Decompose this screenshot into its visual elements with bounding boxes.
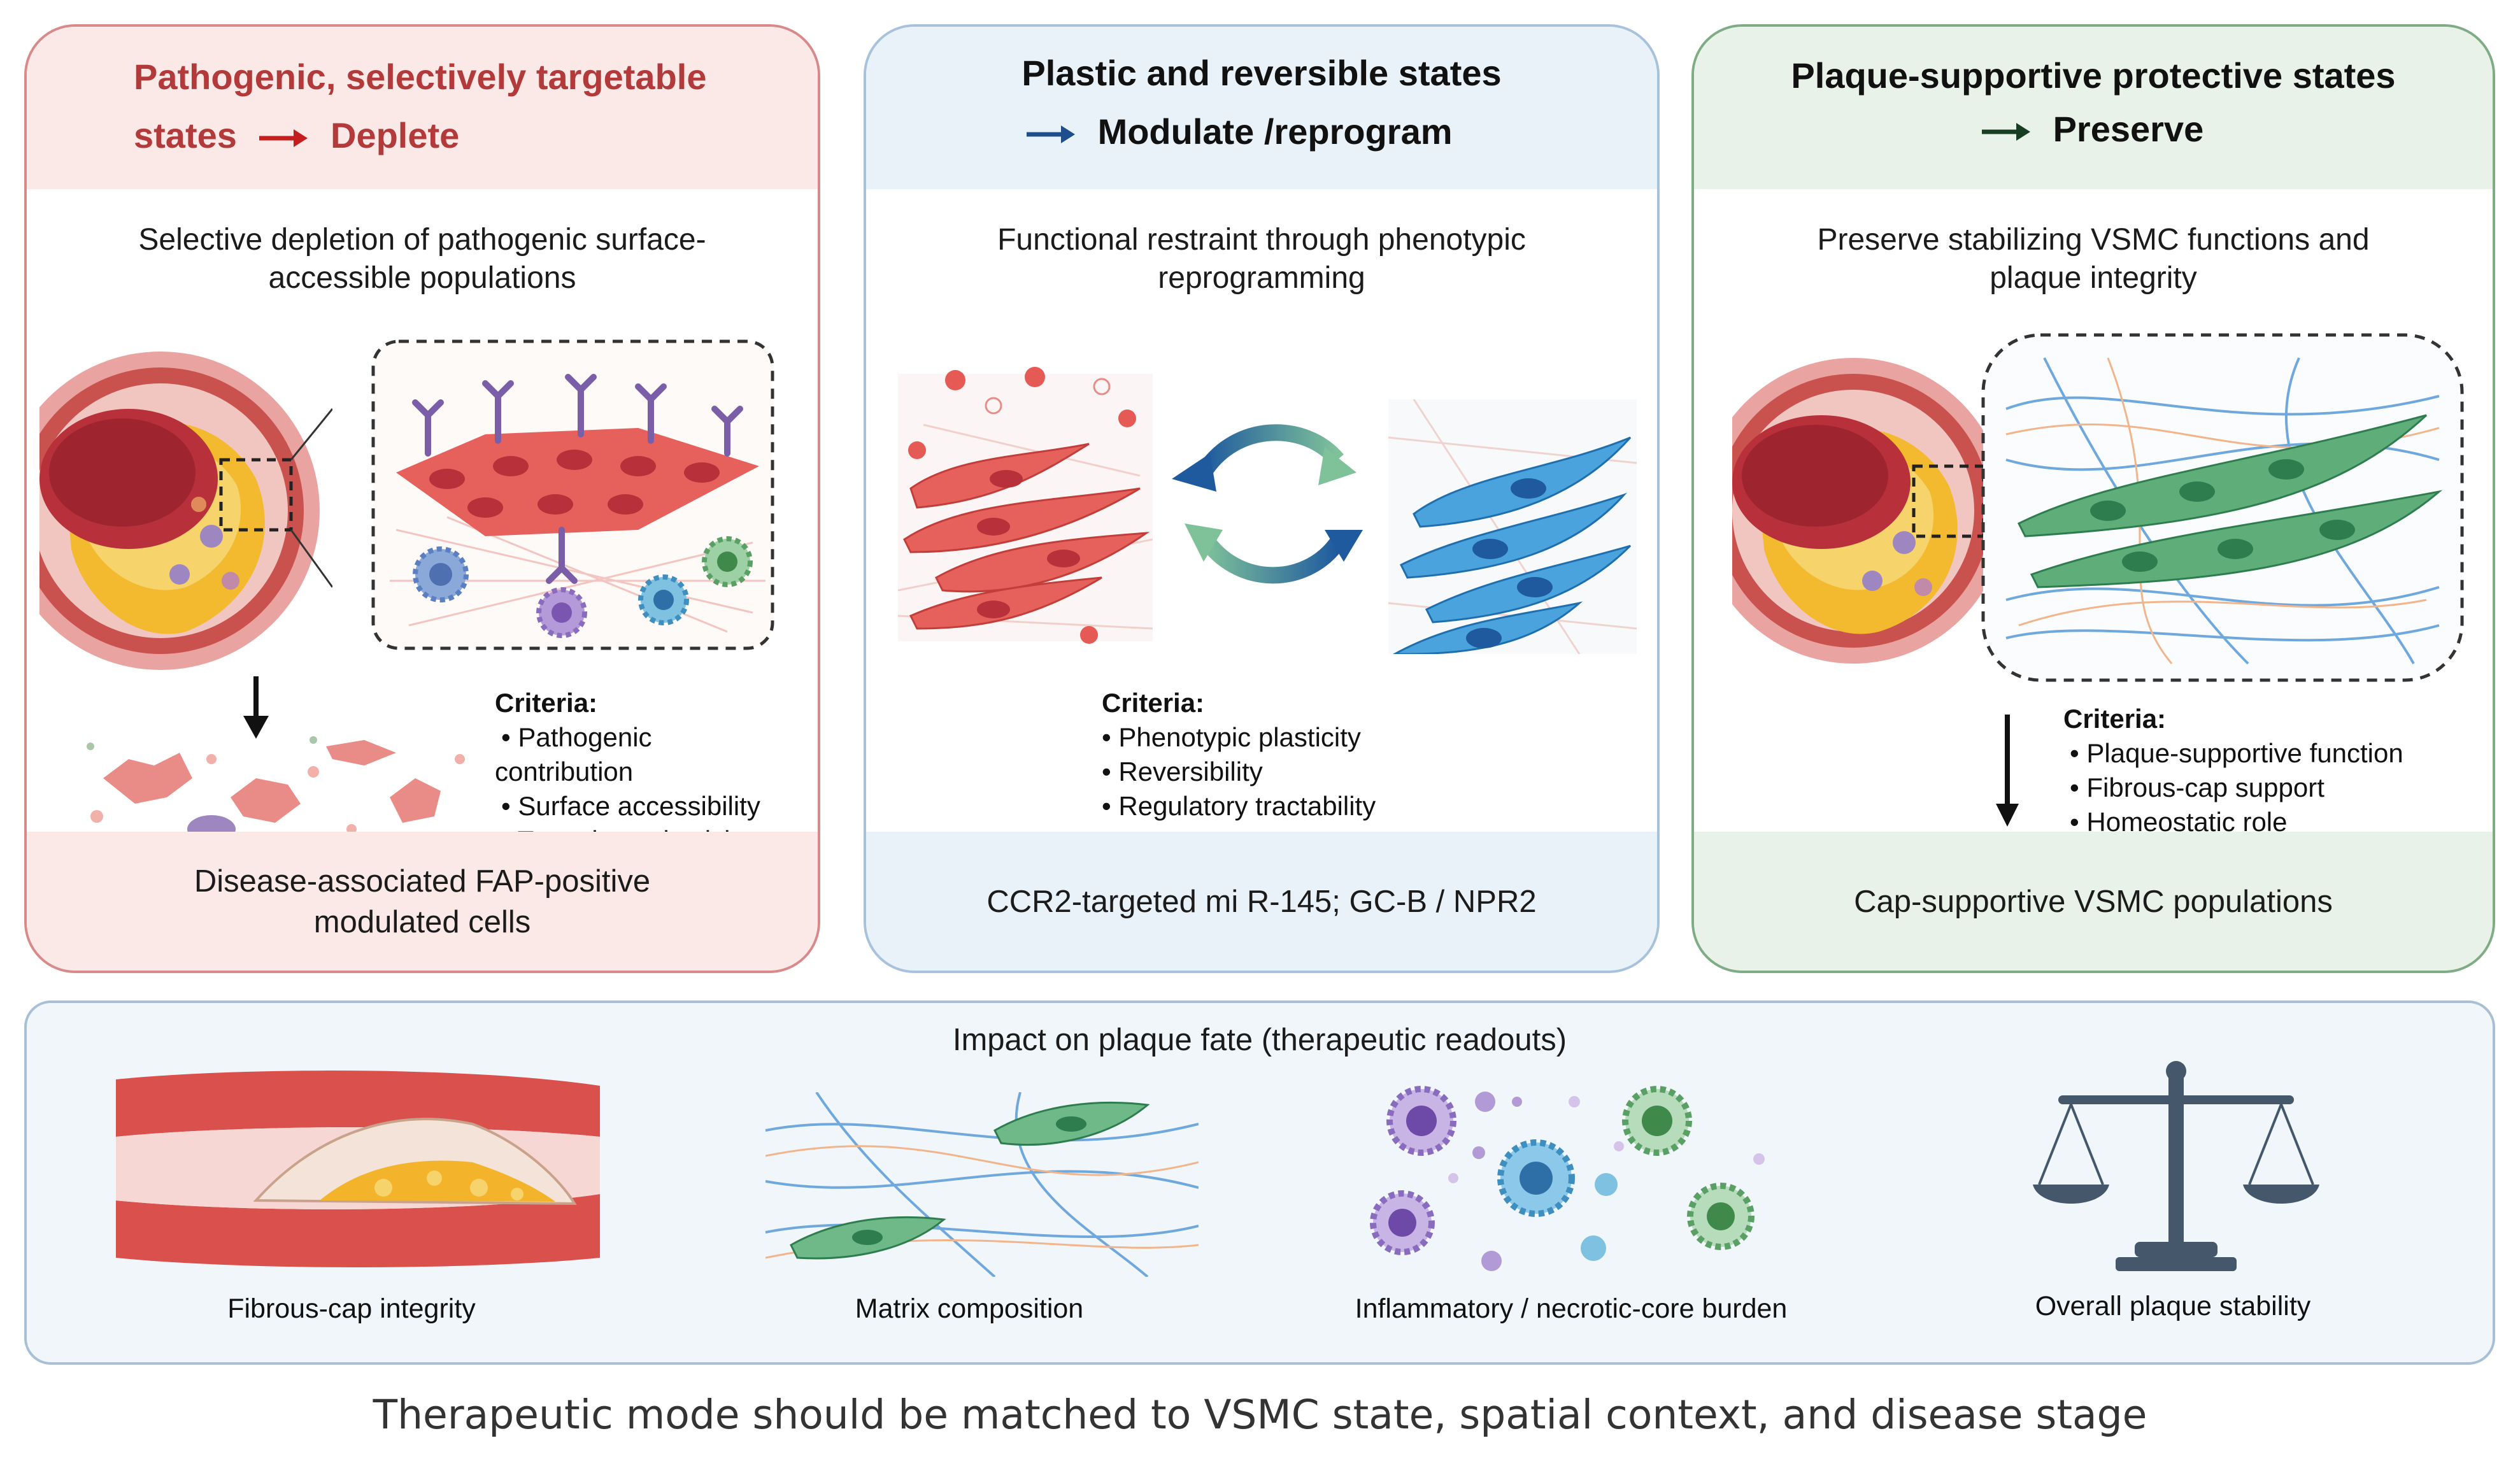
criteria-item: • Surface accessibility bbox=[501, 791, 760, 821]
criteria-item: • Phenotypic plasticity bbox=[1102, 722, 1361, 752]
criteria-list-plastic: Criteria: • Phenotypic plasticity • Reve… bbox=[1102, 686, 1376, 823]
panel-footer-line1: Disease-associated FAP-positive bbox=[194, 864, 651, 899]
artery-plaque-illustration bbox=[1732, 358, 2000, 664]
fibrous-cap-vessel-icon bbox=[116, 1071, 600, 1267]
panel-header: Plastic and reversible states Modulate /… bbox=[866, 27, 1657, 189]
contractile-vsmc-cells bbox=[1388, 399, 1637, 654]
criteria-item: contribution bbox=[495, 757, 634, 786]
panel-subtitle-line2: plaque integrity bbox=[1990, 261, 2197, 295]
arrow-down-icon bbox=[1996, 715, 2019, 827]
panel-footer-line2: modulated cells bbox=[313, 905, 531, 939]
arrow-right-icon bbox=[1982, 123, 2030, 141]
arrow-right-icon bbox=[1027, 125, 1075, 144]
readout-label: Overall plaque stability bbox=[2035, 1291, 2311, 1321]
impact-title: Impact on plaque fate (therapeutic reado… bbox=[952, 1023, 1567, 1057]
criteria-item: • Plaque-supportive function bbox=[2070, 738, 2403, 768]
panel-title-action: Deplete bbox=[331, 115, 460, 155]
criteria-title: Criteria: bbox=[2063, 704, 2167, 734]
criteria-list-protective: Criteria: • Plaque-supportive function •… bbox=[2063, 702, 2403, 839]
panel-footer: Disease-associated FAP-positive modulate… bbox=[27, 832, 818, 971]
panel-subtitle-line1: Preserve stabilizing VSMC functions and bbox=[1817, 223, 2370, 257]
panel-title-line2: Preserve bbox=[1981, 108, 2203, 150]
panel-header: Pathogenic, selectively targetable state… bbox=[27, 27, 818, 189]
panel-protective: Plaque-supportive protective states Pres… bbox=[1691, 24, 2495, 973]
panel-title-line2: states Deplete bbox=[134, 115, 459, 156]
panel-header: Plaque-supportive protective states Pres… bbox=[1694, 27, 2493, 189]
panel-footer: CCR2-targeted mi R-145; GC-B / NPR2 bbox=[866, 832, 1657, 971]
panel-footer-text: CCR2-targeted mi R-145; GC-B / NPR2 bbox=[986, 885, 1537, 919]
criteria-title: Criteria: bbox=[495, 688, 598, 718]
panel-footer-text: Cap-supportive VSMC populations bbox=[1854, 885, 2333, 919]
panel-subtitle-line2: reprogramming bbox=[1158, 261, 1365, 295]
zoom-inset-cap-vsmc-cells bbox=[1981, 333, 2464, 682]
criteria-item: • Regulatory tractability bbox=[1102, 791, 1376, 821]
criteria-item: • Fibrous-cap support bbox=[2070, 772, 2324, 802]
panel-title-action: Preserve bbox=[2053, 109, 2204, 149]
criteria-item: • Pathogenic bbox=[501, 722, 652, 752]
panel-title-line2: Modulate /reprogram bbox=[1025, 111, 1453, 152]
readout-label: Fibrous-cap integrity bbox=[227, 1293, 476, 1324]
panel-title-states: states bbox=[134, 115, 237, 155]
panel-plastic: Plastic and reversible states Modulate /… bbox=[864, 24, 1660, 973]
balance-scale-icon bbox=[2033, 1061, 2319, 1271]
panel-title-line1: Plastic and reversible states bbox=[1022, 53, 1502, 93]
panel-subtitle-line2: accessible populations bbox=[268, 261, 576, 295]
artery-plaque-illustration bbox=[39, 352, 332, 670]
arrow-right-icon bbox=[259, 129, 308, 148]
panel-subtitle-line1: Functional restraint through phenotypic bbox=[997, 223, 1526, 257]
panel-title-line1: Plaque-supportive protective states bbox=[1791, 55, 2396, 96]
zoom-inset-pathogenic-cells bbox=[371, 339, 774, 650]
matrix-composition-icon bbox=[765, 1092, 1199, 1277]
arrow-down-icon bbox=[243, 676, 269, 739]
inflammatory-cells-icon bbox=[1370, 1086, 1765, 1271]
impact-readouts-box: Impact on plaque fate (therapeutic reado… bbox=[24, 1000, 2495, 1365]
depleted-cell-debris bbox=[87, 736, 465, 842]
synthetic-vsmc-cells bbox=[898, 367, 1153, 644]
readout-label: Inflammatory / necrotic-core burden bbox=[1355, 1293, 1788, 1324]
panel-pathogenic: Pathogenic, selectively targetable state… bbox=[24, 24, 820, 973]
figure-caption: Therapeutic mode should be matched to VS… bbox=[373, 1391, 2147, 1438]
criteria-item: • Reversibility bbox=[1102, 757, 1263, 786]
panel-title-action: Modulate /reprogram bbox=[1097, 111, 1453, 152]
criteria-title: Criteria: bbox=[1102, 688, 1205, 718]
panel-title-line1: Pathogenic, selectively targetable bbox=[134, 57, 707, 97]
panel-footer: Cap-supportive VSMC populations bbox=[1694, 832, 2493, 971]
readout-label: Matrix composition bbox=[855, 1293, 1084, 1324]
reversible-switch-arrows-icon bbox=[1172, 424, 1363, 584]
panel-subtitle-line1: Selective depletion of pathogenic surfac… bbox=[138, 223, 706, 257]
